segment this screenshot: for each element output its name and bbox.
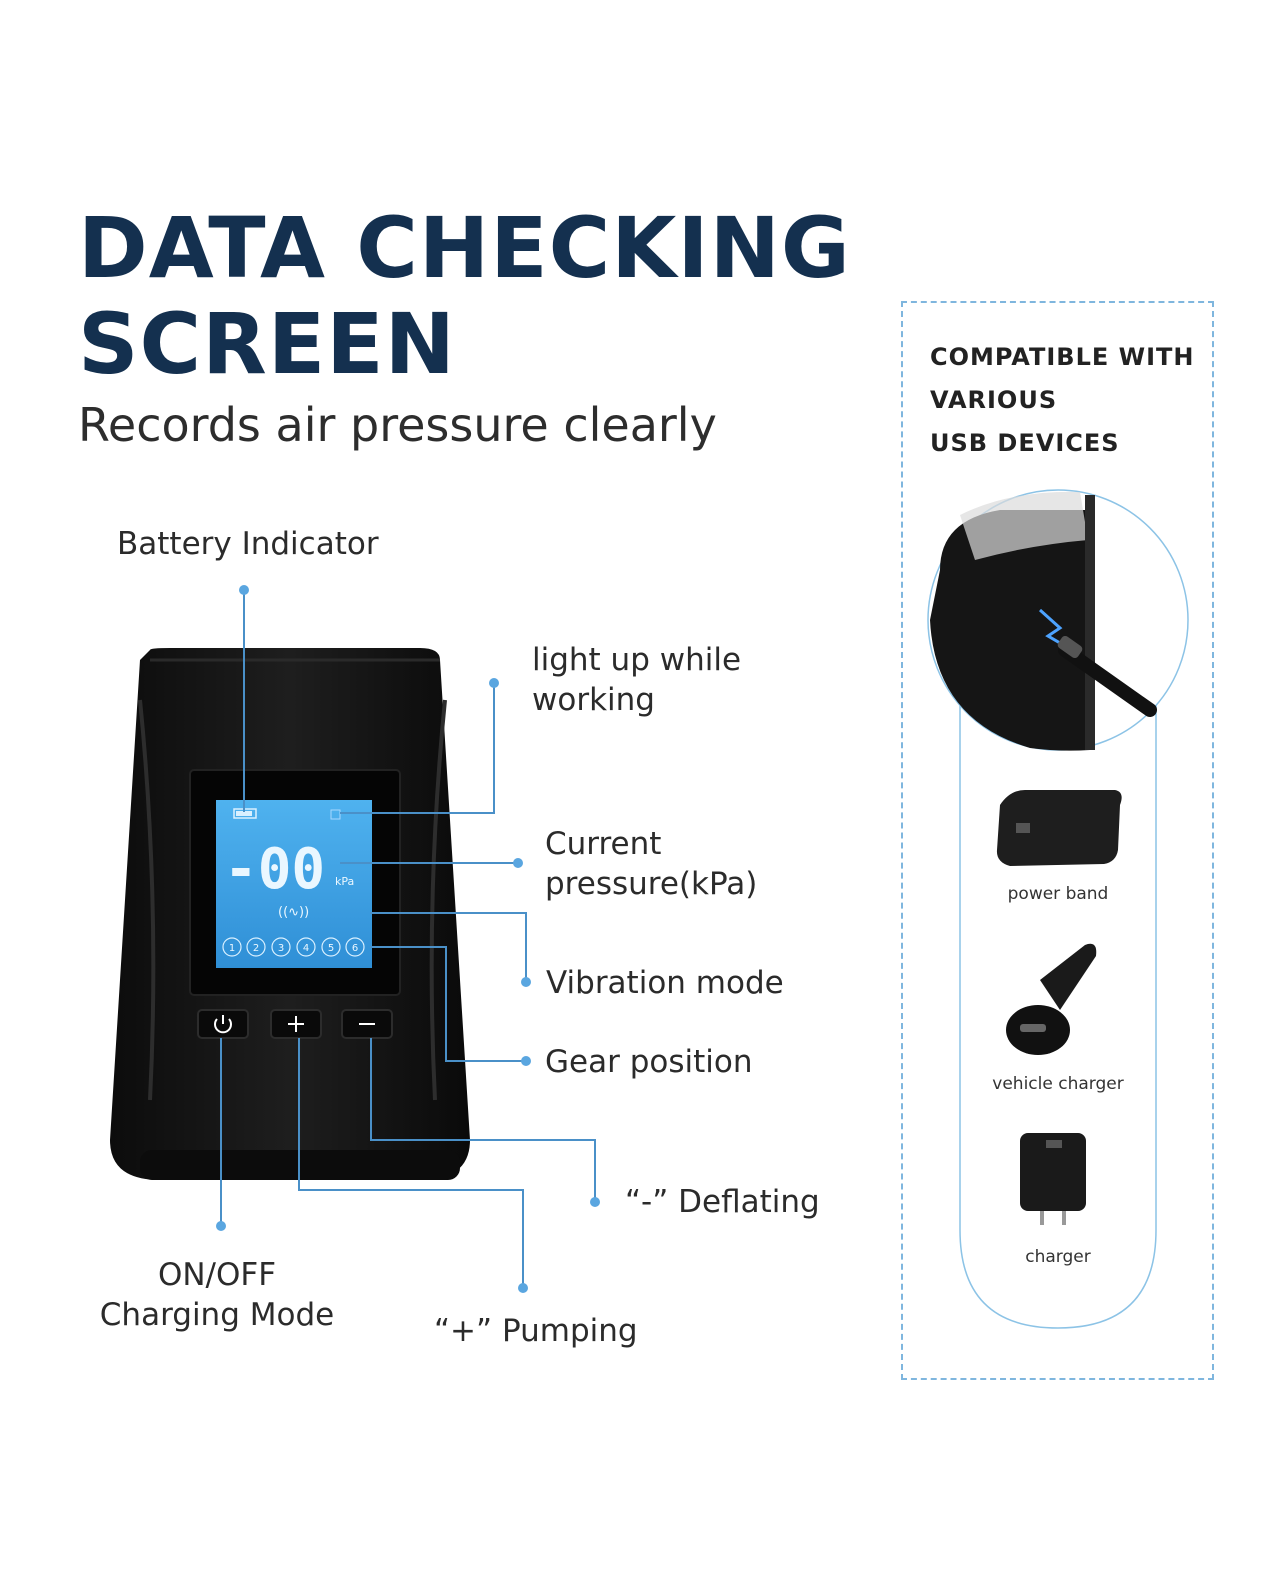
subtitle: Records air pressure clearly [78, 398, 717, 452]
plus-icon [288, 1016, 304, 1032]
callout-light-line-1: light up while [532, 642, 742, 678]
callout-light: light up while working [532, 640, 741, 720]
callout-onoff-line-2: Charging Mode [99, 1297, 335, 1333]
page-title: DATA CHECKING SCREEN [78, 200, 851, 392]
device-label-power-band: power band [1007, 884, 1109, 904]
pressure-unit: kPa [335, 875, 354, 888]
vibration-icon: ((∿)) [278, 905, 309, 920]
callout-vibration: Vibration mode [546, 965, 784, 1001]
title-line-1: DATA CHECKING [78, 199, 851, 297]
gear-2: 2 [253, 943, 259, 954]
callout-light-line-2: working [532, 682, 655, 718]
compatibility-title-line-2: VARIOUS [930, 386, 1058, 414]
gear-6: 6 [352, 943, 358, 954]
minus-button[interactable] [341, 1009, 393, 1039]
callout-pumping: “+” Pumping [434, 1313, 638, 1349]
device-illustration: -00 kPa ((∿)) 1 2 3 4 5 6 [110, 585, 600, 1293]
compatibility-title: COMPATIBLE WITH VARIOUS USB DEVICES [930, 336, 1195, 465]
compatibility-panel [901, 301, 1214, 1380]
gear-5: 5 [328, 943, 334, 954]
callout-gear: Gear position [545, 1044, 753, 1080]
callout-pressure-line-1: Current [545, 826, 662, 862]
device-list-outline [959, 700, 1157, 1329]
vehicle-charger-icon [1006, 943, 1097, 1055]
plus-button[interactable] [270, 1009, 322, 1039]
pressure-reading: -00 [224, 837, 325, 902]
compatibility-illustration [927, 489, 1189, 1329]
callout-pressure: Current pressure(kPa) [545, 824, 757, 904]
charger-icon [1020, 1133, 1086, 1225]
title-line-2: SCREEN [78, 295, 456, 393]
callout-battery: Battery Indicator [117, 526, 379, 562]
power-icon [214, 1015, 232, 1034]
callout-onoff: ON/OFF Charging Mode [76, 1255, 358, 1335]
lcd-screen: -00 kPa ((∿)) 1 2 3 4 5 6 [216, 800, 372, 968]
callout-pressure-line-2: pressure(kPa) [545, 866, 758, 902]
power-band-icon [996, 790, 1122, 866]
work-light-icon [330, 809, 341, 820]
compatibility-title-line-1: COMPATIBLE WITH [930, 343, 1195, 371]
compatibility-title-line-3: USB DEVICES [930, 429, 1120, 457]
gear-indicators: 1 2 3 4 5 6 [222, 937, 365, 957]
callout-lines [220, 590, 596, 1288]
gear-4: 4 [303, 943, 309, 954]
device-label-charger: charger [1025, 1247, 1091, 1267]
gear-3: 3 [278, 943, 284, 954]
usb-port-zoom [927, 489, 1189, 751]
power-button[interactable] [197, 1009, 249, 1039]
callout-onoff-line-1: ON/OFF [157, 1257, 277, 1293]
gear-1: 1 [229, 943, 235, 954]
callout-dots [216, 585, 600, 1293]
device-label-vehicle-charger: vehicle charger [992, 1074, 1124, 1094]
callout-deflating: “-” Deflating [625, 1184, 820, 1220]
